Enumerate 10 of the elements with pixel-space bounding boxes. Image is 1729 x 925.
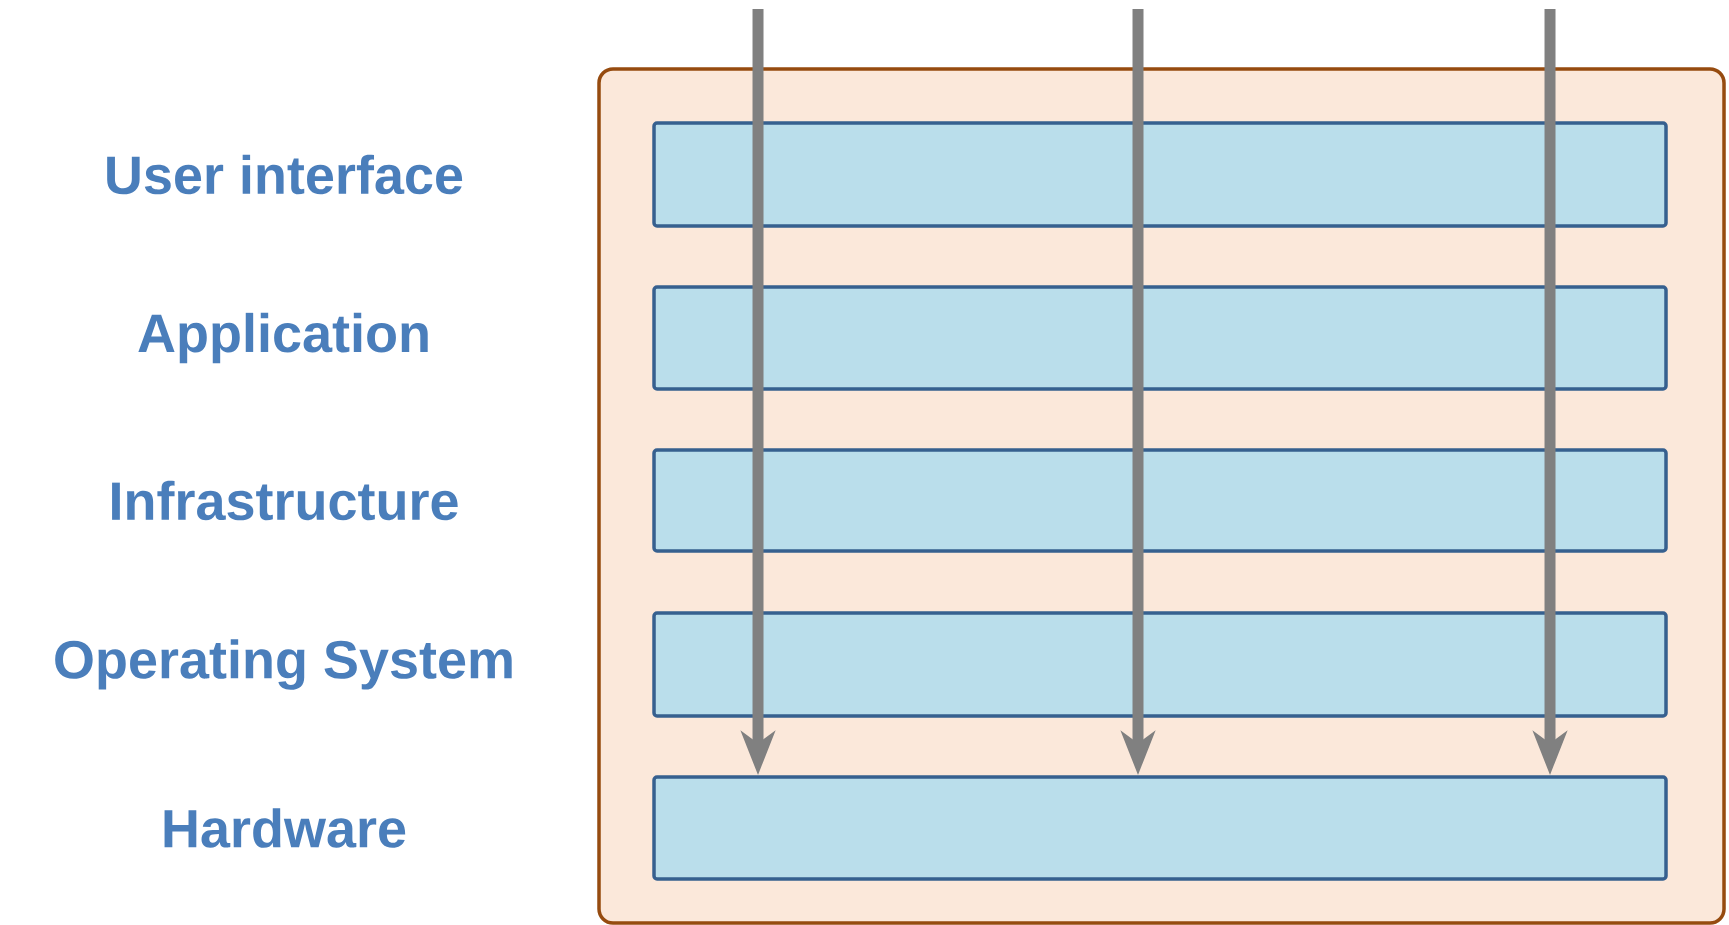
layer-label: Infrastructure (112, 480, 458, 521)
layer-bar (652, 611, 1668, 718)
layer-label: Operating System (55, 639, 512, 690)
layer-bar (652, 448, 1668, 553)
layer-bar (652, 775, 1668, 881)
layer-bar (652, 285, 1668, 391)
layer-bar (652, 121, 1668, 228)
layer-label: Application (138, 312, 428, 364)
layer-label: User interface (107, 154, 463, 195)
layer-label: Hardware (164, 808, 406, 848)
